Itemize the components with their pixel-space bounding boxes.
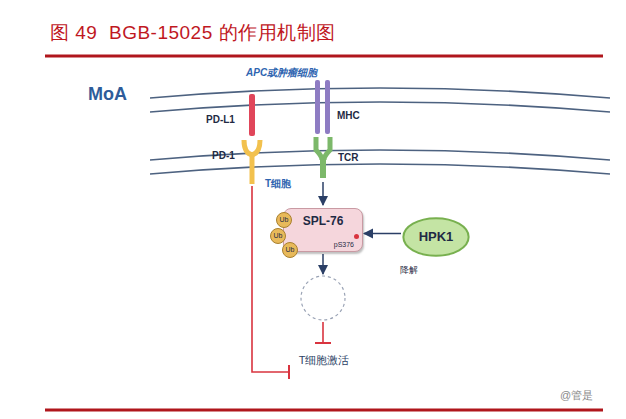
- phospho-dot: [354, 234, 359, 239]
- inhibitor-ellipse: HPK1: [402, 217, 470, 257]
- cell-label: T细胞: [265, 177, 291, 191]
- node-text: Ub: [274, 232, 283, 240]
- inhibition-bar: [315, 342, 331, 344]
- title-rule: [45, 55, 603, 58]
- figure-title: 图 49 BGB-15025 的作用机制图: [50, 20, 336, 46]
- ubiquitin-circle: Ub: [276, 212, 292, 228]
- activation-arrow: [364, 233, 401, 235]
- apc-membrane: [150, 88, 610, 98]
- protein-label: TCR: [338, 152, 359, 163]
- node-text: SPL-76: [303, 215, 344, 229]
- panel-label: MoA: [88, 84, 127, 105]
- ubiquitin-circle: Ub: [270, 228, 286, 244]
- pdl1-protein: [249, 94, 255, 136]
- tcell-membrane: [150, 150, 610, 160]
- tcr-receptor: [320, 158, 326, 178]
- bottom-rule: [45, 409, 603, 412]
- site-label: pS376: [334, 241, 354, 249]
- degraded-protein: [301, 276, 345, 320]
- mhc-protein: [325, 80, 330, 134]
- tcell-membrane: [150, 164, 610, 174]
- protein-label: MHC: [337, 110, 360, 121]
- node-text: Ub: [286, 246, 295, 254]
- outcome-text: T细胞激活: [297, 352, 352, 368]
- inhibition-line: [322, 322, 324, 343]
- node-text: T细胞激活: [299, 354, 350, 367]
- node-text: Ub: [280, 216, 289, 224]
- ubiquitin-circle: Ub: [282, 242, 298, 258]
- tcr-receptor: [316, 137, 330, 160]
- protein-label: PD-1: [212, 150, 235, 161]
- watermark: @管是: [560, 388, 593, 403]
- apc-membrane: [150, 102, 610, 112]
- pd1-receptor: [244, 140, 260, 155]
- pd1-receptor: [250, 154, 255, 184]
- signal-arrow: [322, 182, 324, 205]
- node-text: HPK1: [419, 230, 454, 245]
- protein-label: PD-L1: [206, 114, 235, 125]
- signal-arrow: [322, 254, 324, 274]
- inhibition-bar: [288, 365, 290, 379]
- cell-label: APC或肿瘤细胞: [246, 66, 317, 80]
- process-label: 降解: [400, 264, 418, 277]
- mhc-protein: [315, 80, 320, 134]
